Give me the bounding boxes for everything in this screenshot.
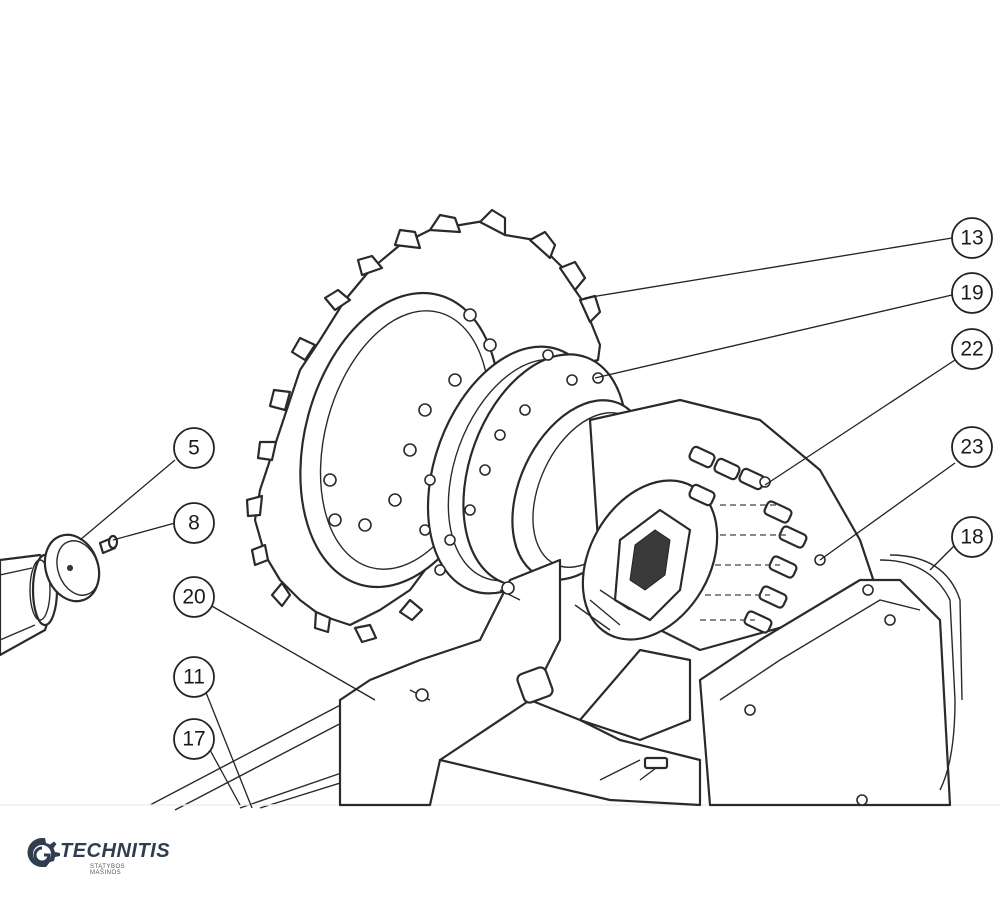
callout-13-label: 13 (960, 227, 983, 250)
callout-5-label: 5 (188, 437, 200, 460)
gear-icon (27, 838, 60, 867)
callout-19: 19 (951, 272, 993, 314)
callout-18-label: 18 (960, 526, 983, 549)
callout-22: 22 (951, 328, 993, 370)
callout-11-label: 11 (183, 666, 205, 689)
cover-disc (43, 533, 101, 603)
long-shaft (149, 699, 431, 811)
callout-22-label: 22 (960, 338, 983, 361)
callout-8-label: 8 (188, 512, 200, 535)
callout-17-label: 17 (182, 728, 205, 751)
track-frame (338, 554, 963, 807)
logo-name: TECHNITIS (60, 840, 171, 862)
callout-18: 18 (951, 516, 993, 558)
callout-23-label: 23 (960, 436, 983, 459)
callout-20-label: 20 (182, 586, 205, 609)
small-bolt (98, 534, 119, 555)
callout-20: 20 (173, 576, 215, 618)
bolt-column (688, 445, 826, 634)
callout-11: 11 (173, 656, 215, 698)
gearbox-housing (511, 398, 882, 652)
callout-8: 8 (173, 502, 215, 544)
technitis-logo: TECHNITIS STATYBOS MAŠINOS (20, 834, 170, 884)
logo-subtitle: STATYBOS MAŠINOS (90, 864, 126, 876)
callout-5: 5 (173, 427, 215, 469)
callout-23: 23 (951, 426, 993, 468)
callout-17: 17 (173, 718, 215, 760)
leader-lines (79, 237, 956, 809)
left-cylinder (0, 553, 59, 657)
callout-13: 13 (951, 217, 993, 259)
callout-19-label: 19 (960, 282, 983, 305)
